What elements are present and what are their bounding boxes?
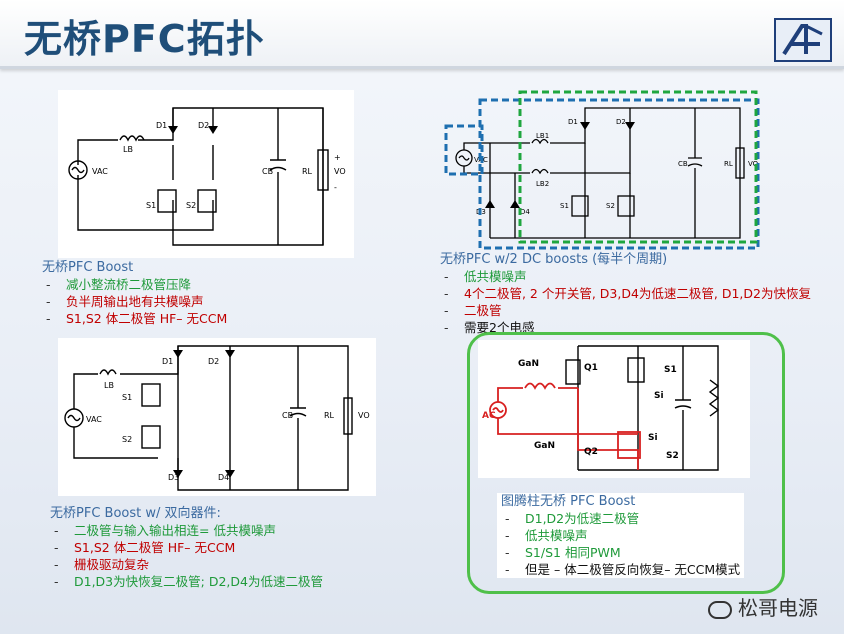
- caption-2: 无桥PFC w/2 DC boosts (每半个周期) 低共模噪声 4个二极管,…: [440, 251, 811, 336]
- title-bar: 无桥PFC拓扑: [0, 0, 844, 69]
- watermark: 松哥电源: [708, 592, 818, 621]
- svg-text:D4: D4: [218, 473, 229, 482]
- caption-4-item: 但是 – 体二极管反向恢复– 无CCM模式: [501, 561, 740, 578]
- svg-text:VAC: VAC: [86, 415, 102, 424]
- caption-1-heading: 无桥PFC Boost: [42, 260, 134, 275]
- caption-3-item: 二极管与输入输出相连= 低共模噪声: [50, 522, 323, 539]
- svg-text:S1: S1: [122, 393, 132, 402]
- highlight-frame: [467, 332, 785, 594]
- svg-text:D3: D3: [168, 473, 179, 482]
- svg-text:GaN: GaN: [534, 441, 555, 451]
- caption-1: 无桥PFC Boost 减小整流桥二极管压降 负半周输出地有共模噪声 S1,S2…: [42, 259, 227, 327]
- svg-text:D4: D4: [520, 208, 530, 216]
- slide-title: 无桥PFC拓扑: [24, 17, 265, 61]
- caption-3: 无桥PFC Boost w/ 双向器件: 二极管与输入输出相连= 低共模噪声 S…: [50, 505, 323, 590]
- svg-text:Si: Si: [654, 391, 664, 401]
- caption-3-item: S1,S2 体二极管 HF– 无CCM: [50, 539, 323, 556]
- svg-text:RL: RL: [724, 160, 733, 168]
- svg-text:VO: VO: [334, 167, 346, 176]
- caption-3-item: 栅极驱动复杂: [50, 556, 323, 573]
- caption-4-item: D1,D2为低速二极管: [501, 510, 740, 527]
- svg-text:VO: VO: [358, 411, 370, 420]
- caption-4-item: S1/S1 相同PWM: [501, 544, 740, 561]
- caption-2-item: 二极管: [440, 302, 811, 319]
- svg-text:CB: CB: [678, 160, 688, 168]
- svg-text:CB: CB: [262, 167, 273, 176]
- caption-1-item: 减小整流桥二极管压降: [42, 276, 227, 293]
- svg-text:Q1: Q1: [584, 363, 598, 373]
- svg-text:S2: S2: [666, 451, 679, 461]
- svg-text:D1: D1: [568, 118, 578, 126]
- circuit-panel-1: D1 D2 LB VAC CB RL VO S1 S2 + -: [58, 90, 354, 258]
- caption-2-heading: 无桥PFC w/2 DC boosts (每半个周期): [440, 252, 668, 267]
- svg-text:AC: AC: [482, 411, 496, 421]
- svg-text:LB1: LB1: [536, 132, 549, 140]
- svg-text:D2: D2: [208, 357, 219, 366]
- caption-1-item: S1,S2 体二极管 HF– 无CCM: [42, 310, 227, 327]
- svg-text:VAC: VAC: [92, 167, 108, 176]
- svg-text:LB: LB: [123, 145, 133, 154]
- svg-text:S1: S1: [664, 365, 677, 375]
- svg-text:Q2: Q2: [584, 447, 598, 457]
- svg-text:RL: RL: [324, 411, 335, 420]
- caption-4-item: 低共模噪声: [501, 527, 740, 544]
- svg-text:VO: VO: [748, 160, 759, 168]
- caption-1-item: 负半周输出地有共模噪声: [42, 293, 227, 310]
- svg-text:S1: S1: [146, 201, 156, 210]
- svg-text:GaN: GaN: [518, 359, 539, 369]
- caption-2-item: 4个二极管, 2 个开关管, D3,D4为低速二极管, D1,D2为快恢复: [440, 285, 811, 302]
- svg-text:+: +: [334, 153, 341, 162]
- svg-text:D1: D1: [156, 121, 167, 130]
- svg-text:-: -: [334, 183, 337, 192]
- svg-text:CB: CB: [282, 411, 293, 420]
- svg-text:LB2: LB2: [536, 180, 549, 188]
- svg-text:S2: S2: [122, 435, 132, 444]
- svg-text:D2: D2: [198, 121, 209, 130]
- caption-3-item: D1,D3为快恢复二极管; D2,D4为低速二极管: [50, 573, 323, 590]
- svg-text:S1: S1: [560, 202, 569, 210]
- watermark-text: 松哥电源: [738, 596, 818, 620]
- caption-4: 图腾柱无桥 PFC Boost D1,D2为低速二极管 低共模噪声 S1/S1 …: [497, 493, 745, 578]
- svg-text:S2: S2: [606, 202, 615, 210]
- caption-2-item: 需要2个电感: [440, 319, 811, 336]
- svg-text:D1: D1: [162, 357, 173, 366]
- caption-4-heading: 图腾柱无桥 PFC Boost: [501, 494, 636, 509]
- svg-text:RL: RL: [302, 167, 313, 176]
- svg-text:LB: LB: [104, 381, 114, 390]
- svg-text:S2: S2: [186, 201, 196, 210]
- circuit-diagram-1: D1 D2 LB VAC CB RL VO S1 S2 + -: [68, 107, 346, 246]
- svg-text:Si: Si: [648, 433, 658, 443]
- caption-2-item: 低共模噪声: [440, 268, 811, 285]
- svg-text:D2: D2: [616, 118, 626, 126]
- wechat-icon: [708, 600, 732, 619]
- caption-3-heading: 无桥PFC Boost w/ 双向器件:: [50, 506, 221, 521]
- brand-logo: [774, 18, 832, 62]
